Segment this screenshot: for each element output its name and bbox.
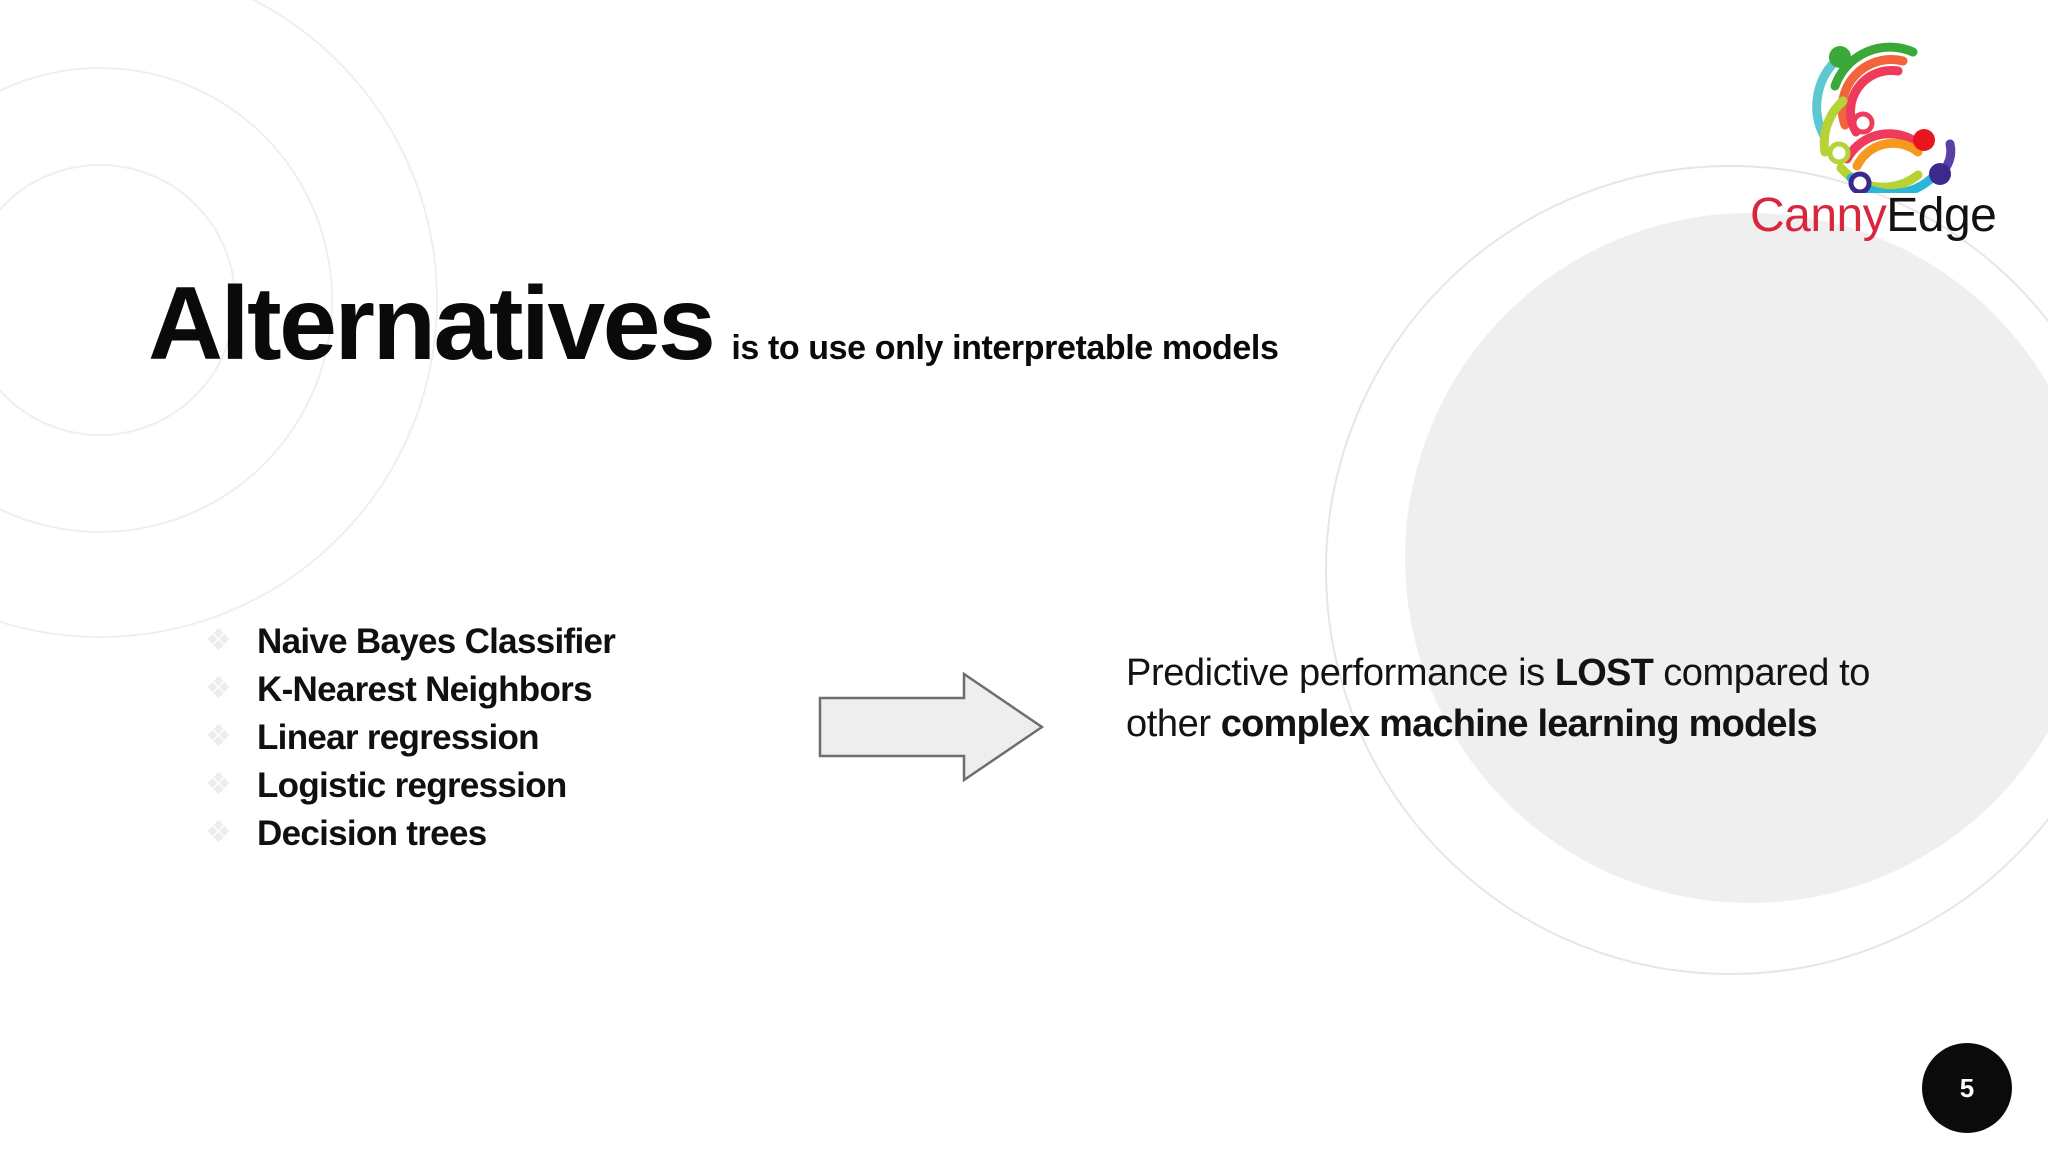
outcome-statement: Predictive performance is LOST compared … (1126, 648, 1916, 750)
page-subtitle: is to use only interpretable models (731, 329, 1279, 367)
gray-disc-decoration (1405, 213, 2048, 903)
interpretable-models-list: ❖ Naive Bayes Classifier ❖ K-Nearest Nei… (205, 617, 616, 857)
outcome-segment-2: compared to other (1126, 652, 1871, 745)
list-item[interactable]: ❖ Logistic regression (205, 761, 615, 809)
page-number-badge: 5 (1922, 1043, 2012, 1133)
outcome-emphasis-complex-models: complex machine learning models (1220, 702, 1818, 745)
outcome-emphasis-lost: LOST (1554, 652, 1654, 694)
diamond-bullet-icon: ❖ (205, 672, 232, 705)
list-item[interactable]: ❖ Decision trees (205, 809, 615, 857)
list-item-label: Decision trees (257, 813, 487, 853)
list-item[interactable]: ❖ K-Nearest Neighbors (205, 665, 615, 713)
outcome-segment-1: Predictive performance is (1126, 652, 1555, 694)
page-number-label: 5 (1959, 1072, 1975, 1103)
list-item[interactable]: ❖ Linear regression (205, 713, 615, 761)
diamond-bullet-icon: ❖ (205, 768, 232, 801)
brand-wordmark: CannyEdge (1742, 188, 2042, 243)
headline: Alternatives is to use only interpretabl… (148, 272, 1279, 376)
brand-wordmark-edge: Edge (1886, 189, 1997, 242)
cannyedge-spiral-icon (1812, 42, 1956, 193)
diamond-bullet-icon: ❖ (205, 816, 232, 849)
list-item-label: Logistic regression (257, 765, 567, 805)
brand-logo[interactable]: CannyEdge (1742, 28, 2042, 258)
list-item-label: Naive Bayes Classifier (257, 621, 616, 661)
list-item-label: K-Nearest Neighbors (257, 669, 593, 709)
right-arrow-icon (818, 672, 1044, 782)
diamond-bullet-icon: ❖ (205, 624, 232, 657)
list-item[interactable]: ❖ Naive Bayes Classifier (205, 617, 616, 665)
page-title: Alternatives (148, 266, 716, 382)
brand-wordmark-canny: Canny (1750, 189, 1887, 242)
list-item-label: Linear regression (257, 717, 540, 757)
diamond-bullet-icon: ❖ (205, 720, 232, 753)
